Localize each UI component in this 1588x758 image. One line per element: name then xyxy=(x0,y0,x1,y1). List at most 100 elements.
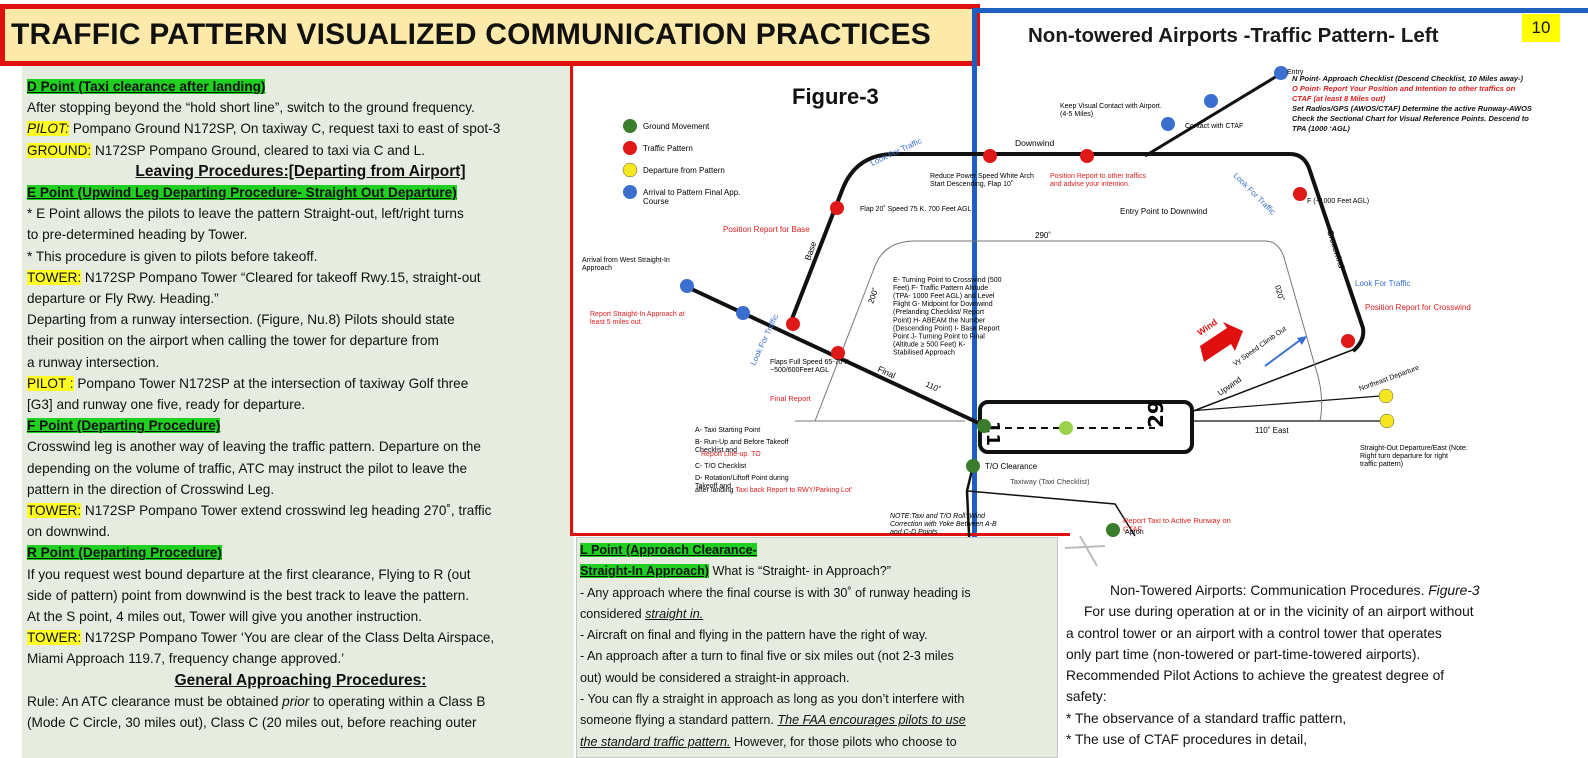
text-line: The FAA encourages pilots to use xyxy=(777,713,966,728)
to-clearance-label: T/O Clearance xyxy=(985,462,1038,471)
leaving-heading: Leaving Procedures:[Departing from Airpo… xyxy=(135,162,466,180)
text-line: prior xyxy=(282,693,310,709)
position-report-crosswind-label: Position Report for Crosswind xyxy=(1365,303,1471,312)
heading-200-label: 200˚ xyxy=(866,286,880,304)
a-list-label: after landing Taxi back Report to RWY/Pa… xyxy=(695,487,853,494)
airplane-icon xyxy=(1064,535,1106,566)
text-line: N172SP Pompano Tower “Cleared for takeof… xyxy=(81,269,481,285)
northeast-departure-label: Northeast Departure xyxy=(1358,365,1420,393)
text-line: - An approach after a turn to final five… xyxy=(580,649,954,664)
a-list-label: C- T/O Checklist xyxy=(695,463,746,470)
heading-110-east-label: 110˚ East xyxy=(1255,426,1289,435)
text-line: What is “Straight- in Approach?” xyxy=(708,564,891,579)
runway-29-label: 29 xyxy=(1144,400,1168,428)
e-point-heading: E Point (Upwind Leg Departing Procedure-… xyxy=(27,185,457,201)
l-point-heading: L Point (Approach Clearance- xyxy=(580,543,757,557)
point-c xyxy=(977,419,991,433)
legend-label: Arrival to Pattern Final App.Course xyxy=(643,188,740,206)
taxiway-label: Taxiway (Taxi Checklist) xyxy=(1010,477,1090,486)
text-line: N172SP Pompano Ground, cleared to taxi v… xyxy=(91,142,425,158)
text-line: out) would be considered a straight-in a… xyxy=(580,670,850,685)
legend-ground-icon xyxy=(623,119,637,133)
text-line: a control tower or an airport with a con… xyxy=(1066,625,1442,641)
legend-arrival-icon xyxy=(623,185,637,199)
text-line: the standard traffic pattern. xyxy=(580,734,731,749)
text-line: side of pattern) point from downwind is … xyxy=(27,587,470,603)
point-f xyxy=(1293,187,1307,201)
northeast-departure-line xyxy=(1188,395,1381,412)
point-u xyxy=(736,306,750,320)
text-line: (Mode C Circle, 30 miles out), Class C (… xyxy=(27,715,477,731)
entry-point-label: Entry Point to Downwind xyxy=(1120,207,1207,216)
position-report-base-label: Position Report for Base xyxy=(723,225,810,234)
legend-label: Traffic Pattern xyxy=(643,144,693,153)
title-box: TRAFFIC PATTERN VISUALIZED COMMUNICATION… xyxy=(0,4,980,66)
legend-label: Departure from Pattern xyxy=(643,166,725,175)
l-point-panel: L Point (Approach Clearance- Straight-In… xyxy=(576,537,1058,758)
text-line: At the S point, 4 miles out, Tower will … xyxy=(27,609,422,625)
a-list-text: after landing xyxy=(695,487,735,494)
text-line: - You can fly a straight in approach as … xyxy=(580,692,965,707)
r-point-heading: R Point (Departing Procedure) xyxy=(27,545,222,561)
text-line: safety: xyxy=(1066,689,1107,705)
heading-290-label: 290˚ xyxy=(1035,231,1051,240)
a-list-label: Report Line-up. TO xyxy=(701,451,761,458)
flaps-full-label: Flaps Full Speed 65-70 K.~500/600Feet AG… xyxy=(770,359,851,374)
traffic-pattern-diagram: 11 29 Ground Movement Traffic Pattern De… xyxy=(582,66,1471,566)
text-line: - Any approach where the final course is… xyxy=(580,585,971,600)
point-j xyxy=(786,317,800,331)
keep-visual-label: Keep Visual Contact with Airport.(4-5 Mi… xyxy=(1060,103,1162,118)
text-line: * This procedure is given to pilots befo… xyxy=(27,248,318,264)
legend-label: Ground Movement xyxy=(643,122,710,131)
ground-tag: GROUND: xyxy=(27,142,92,158)
point-b xyxy=(966,459,980,473)
d-point-heading: D Point (Taxi clearance after landing) xyxy=(27,79,266,94)
a-list-text-red: Taxi back Report to RWY/Parking Lot’ xyxy=(735,487,852,494)
text-line: on downwind. xyxy=(27,524,111,540)
upwind-line xyxy=(1174,348,1356,419)
point-n xyxy=(1274,66,1288,80)
text-line: However, for those pilots who choose to xyxy=(730,734,957,749)
left-margin-strip xyxy=(0,66,22,758)
traffic-pattern-path xyxy=(788,152,1366,353)
text-line: Recommended Pilot Actions to achieve the… xyxy=(1066,668,1445,684)
text-line: Rule: An ATC clearance must be obtained xyxy=(27,693,283,709)
point-g xyxy=(1080,149,1094,163)
text-line: a runway intersection. xyxy=(27,354,160,370)
f-point-heading: F Point (Departing Procedure) xyxy=(27,418,221,434)
text-line: Pompano Tower N172SP at the intersection… xyxy=(73,375,469,391)
figure-ref: Figure-3 xyxy=(1428,583,1480,598)
downwind-label: Downwind xyxy=(1015,138,1054,148)
point-h xyxy=(983,149,997,163)
tower-tag: TOWER: xyxy=(27,503,82,519)
heading-020-label: 020˚ xyxy=(1273,284,1286,302)
text-line: * The use of CTAF procedures in detail, xyxy=(1066,732,1308,748)
wind-arrow-icon xyxy=(1200,322,1243,362)
vy-arrow-icon xyxy=(1264,337,1304,367)
point-d xyxy=(1059,421,1073,435)
text-line: * E Point allows the pilots to leave the… xyxy=(27,206,464,222)
final-report-label: Final Report xyxy=(770,394,812,403)
text-line: For use during operation at or in the vi… xyxy=(1084,604,1474,620)
legend-traffic-icon xyxy=(623,141,637,155)
taxiway-line xyxy=(967,490,1136,537)
text-line: If you request west bound departure at t… xyxy=(27,566,471,582)
text-line: straight in. xyxy=(645,606,704,621)
o-report-text: O Point- Report Your Position and Intent… xyxy=(1292,84,1516,103)
text-line: Pompano Ground N172SP, On taxiway C, req… xyxy=(69,121,501,137)
text-line: N172SP Pompano Tower ‘You are clear of t… xyxy=(81,630,495,646)
set-radios-text: Set Radios/GPS (AWOS/CTAF) Determine the… xyxy=(1292,104,1532,133)
text-line: Departing from a runway intersection. (F… xyxy=(27,312,455,328)
point-p xyxy=(1161,117,1175,131)
text-line: After stopping beyond the “hold short li… xyxy=(27,100,475,116)
point-o xyxy=(1204,94,1218,108)
n-checklist-text: N Point- Approach Checklist (Descend Che… xyxy=(1292,74,1524,83)
text-line: someone flying a standard pattern. xyxy=(580,713,778,728)
inner-pattern-line xyxy=(814,240,1323,422)
